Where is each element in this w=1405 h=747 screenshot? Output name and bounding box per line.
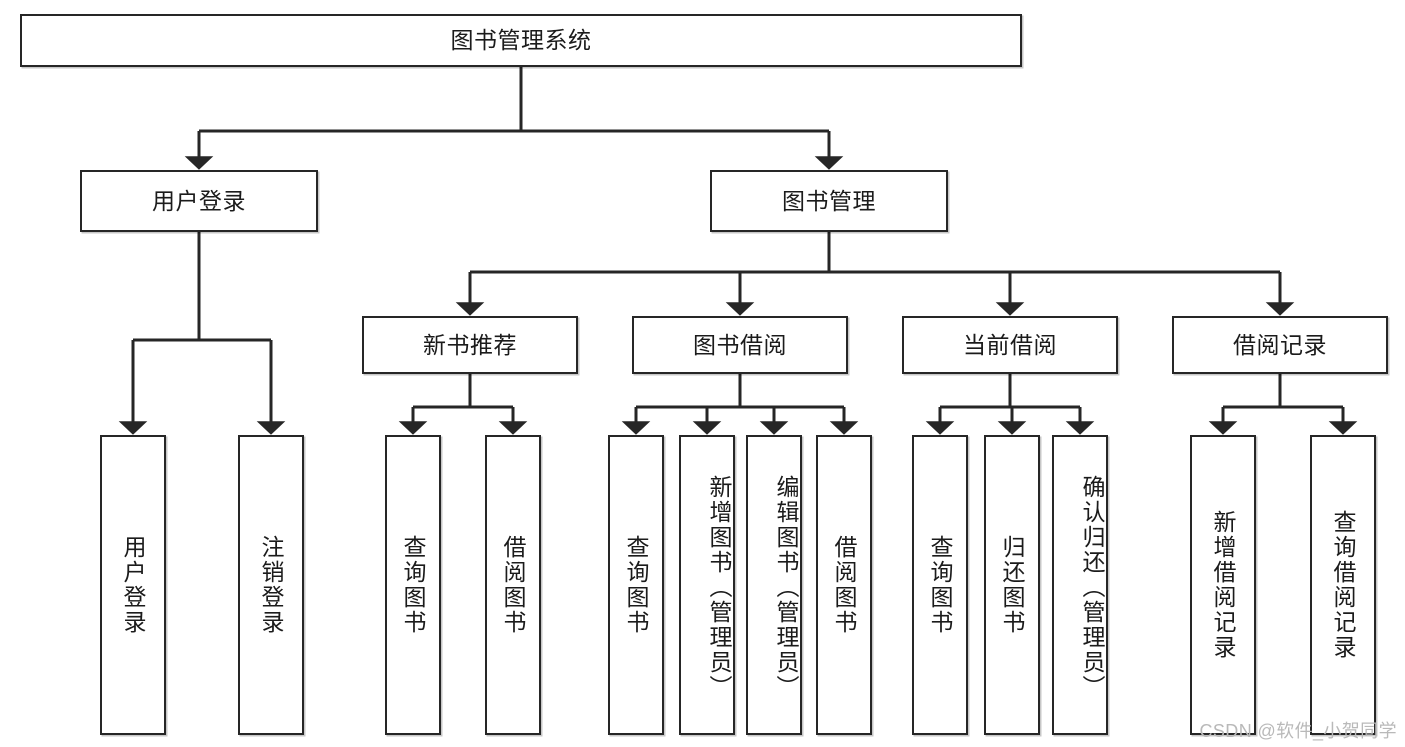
node-leaf-add-book-admin-label: 新增图书（管理员） (706, 474, 732, 700)
node-leaf-confirm-return-admin-label: 确认归还（管理员） (1079, 474, 1105, 700)
node-root-label: 图书管理系统 (450, 27, 592, 54)
node-leaf-query-book-cb-label: 查询图书 (927, 535, 954, 635)
node-leaf-add-book-admin[interactable]: 新增图书（管理员） (679, 435, 735, 735)
node-leaf-add-borrow-record[interactable]: 新增借阅记录 (1190, 435, 1256, 735)
node-leaf-query-book-nb-label: 查询图书 (400, 535, 427, 635)
node-book-manage[interactable]: 图书管理 (710, 170, 948, 232)
node-leaf-borrow-book-nb-label: 借阅图书 (500, 535, 527, 635)
node-leaf-borrow-book-bb[interactable]: 借阅图书 (816, 435, 872, 735)
node-new-book-recommend-label: 新书推荐 (423, 331, 517, 358)
node-leaf-return-book[interactable]: 归还图书 (984, 435, 1040, 735)
node-leaf-add-borrow-record-label: 新增借阅记录 (1210, 510, 1237, 660)
node-leaf-edit-book-admin[interactable]: 编辑图书（管理员） (746, 435, 802, 735)
node-borrow-record[interactable]: 借阅记录 (1172, 316, 1388, 374)
node-leaf-edit-book-admin-label: 编辑图书（管理员） (773, 474, 799, 700)
node-leaf-borrow-book-nb[interactable]: 借阅图书 (485, 435, 541, 735)
node-root-system[interactable]: 图书管理系统 (20, 14, 1022, 67)
node-leaf-logout[interactable]: 注销登录 (238, 435, 304, 735)
node-leaf-query-book-bb-label: 查询图书 (623, 535, 650, 635)
node-leaf-logout-label: 注销登录 (258, 535, 285, 635)
node-leaf-query-book-cb[interactable]: 查询图书 (912, 435, 968, 735)
node-leaf-user-login[interactable]: 用户登录 (100, 435, 166, 735)
node-book-manage-label: 图书管理 (782, 187, 876, 214)
node-new-book-recommend[interactable]: 新书推荐 (362, 316, 578, 374)
node-leaf-user-login-label: 用户登录 (120, 535, 147, 635)
node-leaf-return-book-label: 归还图书 (999, 535, 1026, 635)
node-current-borrow-label: 当前借阅 (963, 331, 1057, 358)
node-leaf-query-borrow-record-label: 查询借阅记录 (1330, 510, 1357, 660)
node-leaf-confirm-return-admin[interactable]: 确认归还（管理员） (1052, 435, 1108, 735)
node-book-borrow[interactable]: 图书借阅 (632, 316, 848, 374)
node-user-login-label: 用户登录 (152, 187, 246, 214)
node-borrow-record-label: 借阅记录 (1233, 331, 1327, 358)
node-leaf-query-borrow-record[interactable]: 查询借阅记录 (1310, 435, 1376, 735)
watermark-text: CSDN @软件_小贺同学 (1199, 721, 1397, 741)
node-leaf-query-book-nb[interactable]: 查询图书 (385, 435, 441, 735)
node-user-login[interactable]: 用户登录 (80, 170, 318, 232)
node-book-borrow-label: 图书借阅 (693, 331, 787, 358)
node-leaf-borrow-book-bb-label: 借阅图书 (831, 535, 858, 635)
node-leaf-query-book-bb[interactable]: 查询图书 (608, 435, 664, 735)
node-current-borrow[interactable]: 当前借阅 (902, 316, 1118, 374)
